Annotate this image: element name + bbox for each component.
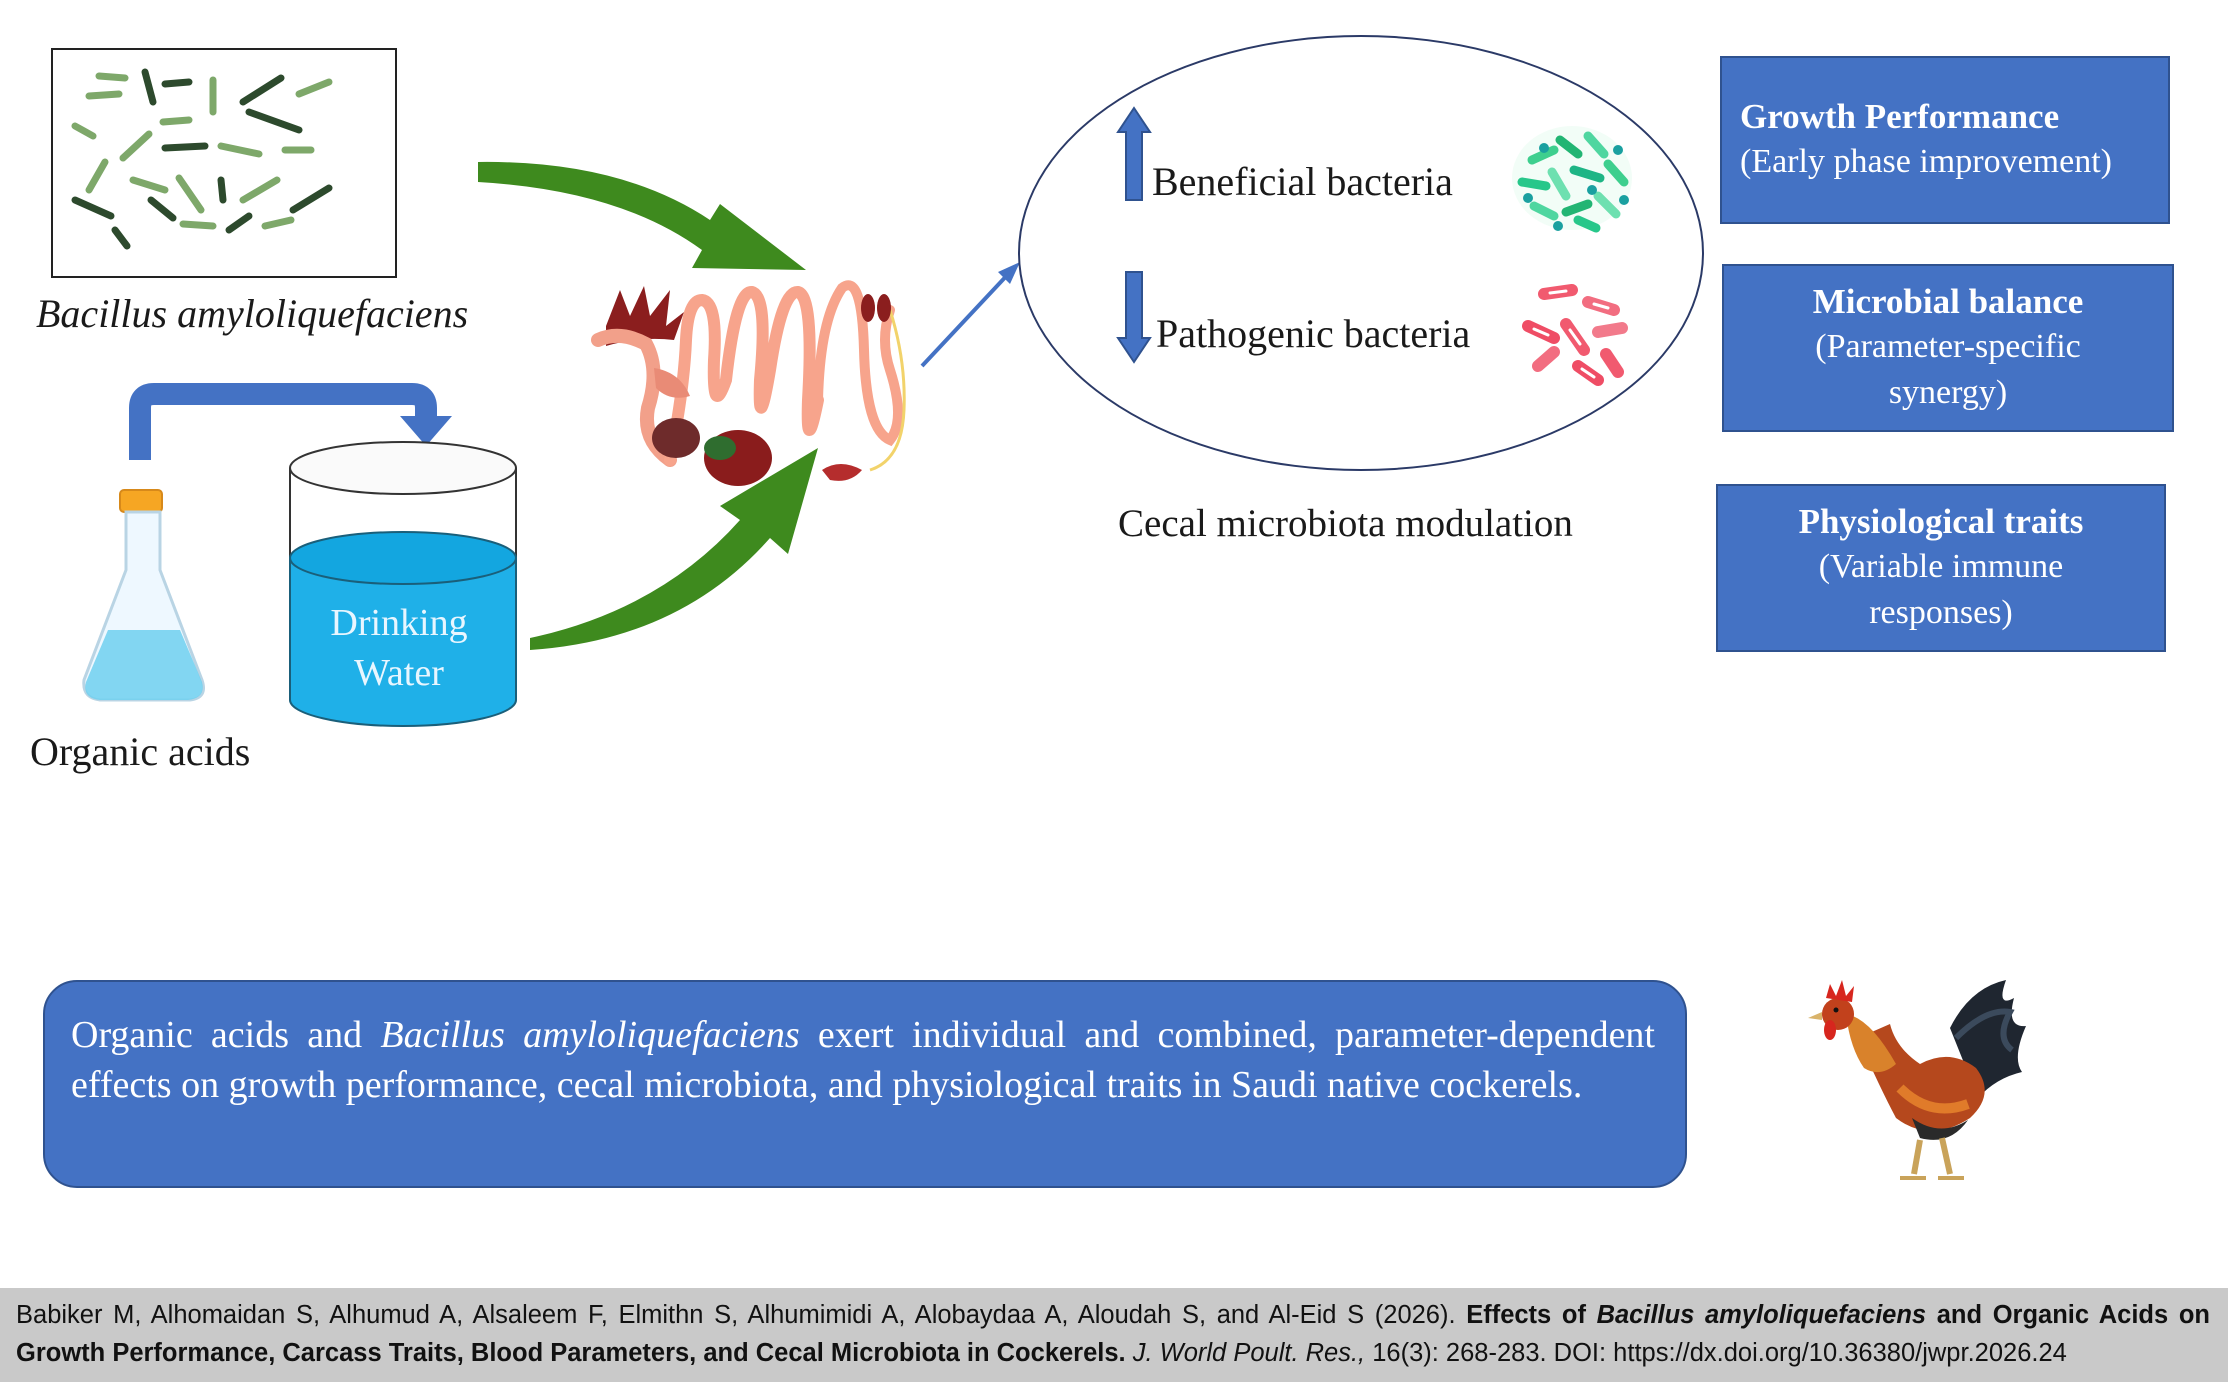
citation-details: 16(3): 268-283. DOI: https://dx.doi.org/… — [1365, 1339, 2067, 1367]
beneficial-bacteria-cluster-icon — [1512, 126, 1632, 233]
citation-title-2: and Organic Acids on Growth Performance,… — [16, 1301, 2210, 1367]
outcome-subtitle-line2: synergy) — [1888, 374, 2008, 411]
chicken-gut-icon — [591, 280, 906, 486]
water-label-line2: Water — [354, 652, 444, 694]
citation-title-1: Effects of — [1466, 1301, 1597, 1329]
summary-text-italic: Bacillus amyloliquefaciens — [380, 1014, 800, 1056]
outcome-subtitle: (Early phase improvement) — [1740, 143, 2112, 180]
citation-authors: Babiker M, Alhomaidan S, Alhumud A, Alsa… — [16, 1301, 1467, 1329]
summary-text-1: Organic acids and — [71, 1014, 381, 1056]
outcome-physiological-traits: Physiological traits (Variable immune re… — [1716, 484, 2166, 652]
organic-acids-label: Organic acids — [30, 729, 251, 774]
water-label-line1: Drinking — [330, 602, 468, 644]
drinking-water-label: Drinking Water — [292, 598, 506, 698]
outcome-subtitle-line1: (Variable immune — [1818, 548, 2064, 585]
outcome-title: Physiological traits — [1798, 502, 2084, 541]
bacillus-rods-icon — [71, 68, 333, 250]
summary-text-2: exert individual and combined, parameter… — [71, 1014, 1655, 1106]
arrow-up-icon — [1116, 106, 1152, 201]
outcome-growth-performance: Growth Performance (Early phase improvem… — [1720, 56, 2170, 224]
beneficial-bacteria-label: Beneficial bacteria — [1152, 159, 1453, 204]
pathogenic-bacteria-cluster-icon — [1522, 284, 1628, 386]
green-arrow-top-icon — [478, 161, 806, 270]
citation-footer: Babiker M, Alhomaidan S, Alhumud A, Alsa… — [0, 1288, 2228, 1382]
outcome-microbial-balance: Microbial balance (Parameter-specific sy… — [1722, 264, 2174, 432]
bacteria-panel — [51, 48, 397, 278]
citation-title-italic: Bacillus amyloliquefaciens — [1596, 1301, 1927, 1329]
bacteria-label: Bacillus amyloliquefaciens — [36, 291, 469, 336]
outcome-subtitle-line1: (Parameter-specific — [1815, 328, 2081, 365]
outcome-title: Microbial balance — [1812, 282, 2084, 321]
arrow-down-icon — [1116, 271, 1152, 364]
green-arrow-bottom-icon — [530, 448, 818, 650]
citation-journal: J. World Poult. Res., — [1125, 1339, 1366, 1367]
outcome-subtitle-line2: responses) — [1869, 594, 2013, 631]
rooster-icon — [1808, 980, 2026, 1180]
summary-box: Organic acids and Bacillus amyloliquefac… — [43, 980, 1687, 1188]
outcome-title: Growth Performance — [1740, 97, 2060, 136]
flask-beaker-illustration — [82, 383, 517, 727]
cecal-caption: Cecal microbiota modulation — [1118, 502, 1573, 545]
cecal-microbiota-ellipse — [1018, 35, 1704, 471]
pathogenic-bacteria-label: Pathogenic bacteria — [1156, 311, 1471, 356]
flow-arrows-and-gut — [478, 161, 1020, 650]
